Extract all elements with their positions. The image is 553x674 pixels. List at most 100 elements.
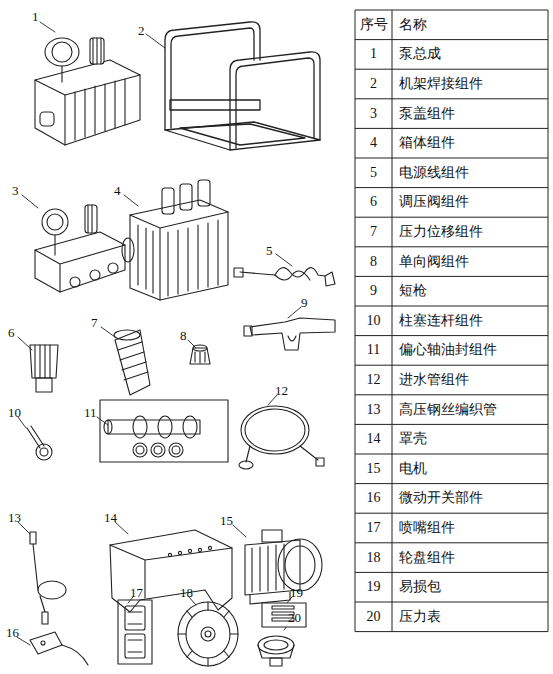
table-rule bbox=[355, 483, 548, 484]
callout-number: 19 bbox=[290, 586, 303, 599]
callout-number: 16 bbox=[6, 626, 19, 639]
table-name-cell: 易损包 bbox=[399, 580, 441, 594]
table-index-cell: 14 bbox=[367, 432, 381, 446]
regulator-valve bbox=[30, 345, 58, 392]
table-rule bbox=[355, 424, 548, 425]
table-name-cell: 压力位移组件 bbox=[399, 225, 483, 239]
table-index-cell: 序号 bbox=[360, 18, 388, 32]
frame-weldment bbox=[165, 22, 320, 150]
table-rule bbox=[355, 513, 548, 514]
table-name-cell: 电机 bbox=[399, 462, 427, 476]
table-index-cell: 8 bbox=[370, 255, 377, 269]
callout-number: 17 bbox=[130, 586, 143, 599]
table-name-cell: 罩壳 bbox=[399, 432, 427, 446]
wheel bbox=[178, 602, 238, 666]
callout-number: 7 bbox=[91, 316, 98, 329]
table-index-cell: 3 bbox=[370, 107, 377, 121]
table-rule bbox=[355, 187, 548, 188]
callout-number: 5 bbox=[266, 244, 273, 257]
table-rule bbox=[355, 128, 548, 129]
table-index-cell: 10 bbox=[367, 314, 381, 328]
table-name-cell: 泵总成 bbox=[399, 47, 441, 61]
table-name-cell: 机架焊接组件 bbox=[399, 77, 483, 91]
table-index-cell: 7 bbox=[370, 225, 377, 239]
pump-assembly bbox=[35, 38, 140, 145]
table-index-cell: 17 bbox=[367, 521, 381, 535]
table-name-cell: 调压阀组件 bbox=[399, 195, 469, 209]
table-rule bbox=[355, 572, 548, 573]
hp-braided-hose bbox=[30, 532, 66, 624]
table-rule bbox=[355, 335, 548, 336]
table-rule bbox=[355, 394, 548, 395]
table-name-cell: 进水管组件 bbox=[399, 373, 469, 387]
table-rule bbox=[548, 10, 549, 632]
callout-number: 2 bbox=[138, 24, 145, 37]
table-name-cell: 压力表 bbox=[399, 610, 441, 624]
inlet-hose bbox=[239, 406, 324, 469]
table-name-cell: 微动开关部件 bbox=[399, 491, 483, 505]
table-name-cell: 短枪 bbox=[399, 284, 427, 298]
table-name-cell: 柱塞连杆组件 bbox=[399, 314, 483, 328]
table-name-cell: 单向阀组件 bbox=[399, 255, 469, 269]
callout-number: 8 bbox=[180, 329, 187, 342]
plunger-rod bbox=[27, 426, 52, 460]
table-rule bbox=[355, 306, 548, 307]
callout-number: 3 bbox=[12, 184, 19, 197]
table-index-cell: 12 bbox=[367, 373, 381, 387]
callout-number: 1 bbox=[32, 10, 39, 23]
table-rule bbox=[355, 98, 548, 99]
table-rule bbox=[355, 217, 548, 218]
callout-number: 15 bbox=[220, 514, 233, 527]
table-index-cell: 19 bbox=[367, 580, 381, 594]
table-index-cell: 6 bbox=[370, 195, 377, 209]
callout-number: 11 bbox=[84, 406, 97, 419]
callout-number: 4 bbox=[114, 184, 121, 197]
table-index-cell: 9 bbox=[370, 284, 377, 298]
power-cord bbox=[234, 268, 335, 286]
wear-pack bbox=[262, 603, 306, 627]
table-rule bbox=[355, 39, 548, 40]
table-index-cell: 2 bbox=[370, 77, 377, 91]
motor bbox=[245, 530, 322, 604]
table-index-cell: 15 bbox=[367, 462, 381, 476]
table-rule bbox=[355, 631, 548, 632]
callout-number: 13 bbox=[8, 511, 21, 524]
table-rule bbox=[355, 542, 548, 543]
callout-number: 9 bbox=[301, 296, 308, 309]
table-rule bbox=[355, 454, 548, 455]
table-name-cell: 箱体组件 bbox=[399, 136, 455, 150]
table-rule bbox=[355, 602, 548, 603]
table-name-cell: 轮盘组件 bbox=[399, 551, 455, 565]
table-rule bbox=[355, 365, 548, 366]
nozzle-set bbox=[118, 600, 152, 664]
table-index-cell: 16 bbox=[367, 491, 381, 505]
table-name-cell: 泵盖组件 bbox=[399, 107, 455, 121]
table-index-cell: 5 bbox=[370, 166, 377, 180]
pressure-gauge bbox=[258, 636, 294, 666]
pump-cover bbox=[35, 205, 125, 292]
table-name-cell: 喷嘴组件 bbox=[399, 521, 455, 535]
eccentric-shaft bbox=[100, 400, 228, 462]
table-index-cell: 13 bbox=[367, 403, 381, 417]
table-name-cell: 名称 bbox=[399, 18, 427, 32]
pressure-shift bbox=[114, 330, 150, 395]
callout-number: 12 bbox=[275, 384, 288, 397]
callout-number: 6 bbox=[8, 326, 15, 339]
callout-number: 18 bbox=[180, 586, 193, 599]
table-index-cell: 20 bbox=[367, 610, 381, 624]
table-index-cell: 4 bbox=[370, 136, 377, 150]
table-index-cell: 1 bbox=[370, 47, 377, 61]
table-rule bbox=[355, 10, 356, 632]
table-index-cell: 11 bbox=[367, 343, 380, 357]
table-name-cell: 电源线组件 bbox=[399, 166, 469, 180]
table-index-cell: 18 bbox=[367, 551, 381, 565]
table-rule bbox=[355, 10, 548, 11]
table-rule bbox=[355, 246, 548, 247]
table-name-cell: 高压钢丝编织管 bbox=[399, 403, 497, 417]
table-name-cell: 偏心轴油封组件 bbox=[399, 343, 497, 357]
table-rule bbox=[355, 276, 548, 277]
callout-number: 20 bbox=[288, 611, 301, 624]
callout-number: 10 bbox=[8, 406, 21, 419]
